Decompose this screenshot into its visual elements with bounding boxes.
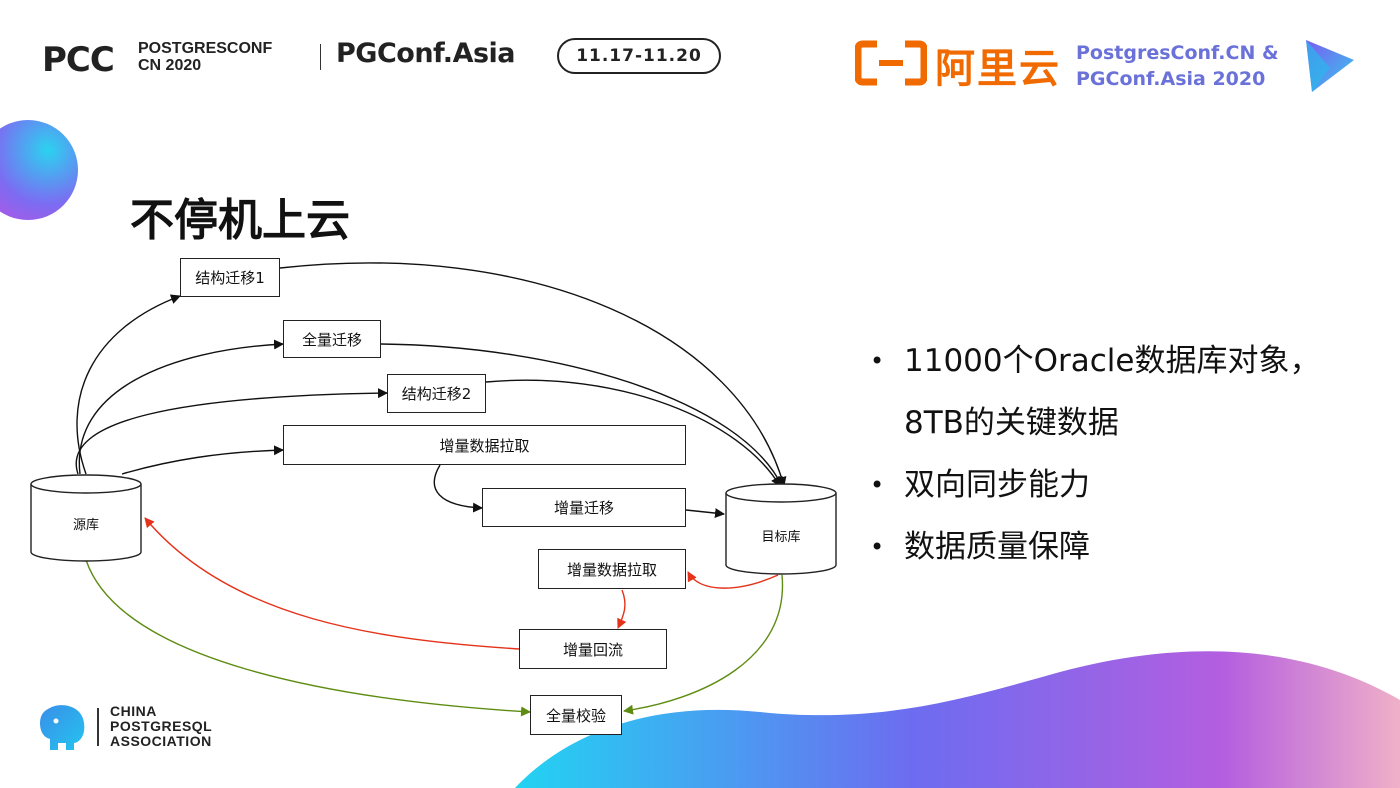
box-incremental-pull: 增量数据拉取 <box>283 425 686 465</box>
box-incremental-return: 增量回流 <box>519 629 667 669</box>
edge-source-schema2 <box>75 388 388 475</box>
play-triangle-icon <box>1306 40 1354 92</box>
edge-schema1-target <box>279 262 787 487</box>
association-line1: CHINA <box>110 703 157 719</box>
conference-line1: PostgresConf.CN & <box>1076 42 1279 64</box>
edge-target-check <box>623 574 784 715</box>
edge-full-target <box>380 343 783 487</box>
edge-return-source <box>144 517 520 650</box>
edge-schema2-target <box>485 379 781 487</box>
pcc-sub-line2: CN 2020 <box>138 57 202 74</box>
pcc-logo: PCC <box>42 40 115 80</box>
bullet-item-2: • 双向同步能力 <box>870 454 1370 516</box>
edge-source-full <box>78 339 284 475</box>
slide-title: 不停机上云 <box>130 195 350 246</box>
bullet-1-line1: 11000个Oracle数据库对象， <box>904 343 1321 379</box>
bullet-dot: • <box>870 471 885 499</box>
box-schema-migration-1: 结构迁移1 <box>180 258 280 297</box>
footer-divider <box>97 708 99 746</box>
header-divider <box>320 44 321 70</box>
edge-source-schema1 <box>76 294 181 475</box>
edge-pullback-return <box>617 589 627 629</box>
bullet-list: • 11000个Oracle数据库对象， 8TB的关键数据 • 双向同步能力 •… <box>870 330 1370 578</box>
elephant-logo-icon <box>40 705 85 750</box>
source-db-label: 源库 <box>72 518 99 533</box>
box-schema-migration-2: 结构迁移2 <box>387 374 486 413</box>
box-incremental-migration: 增量迁移 <box>482 488 686 527</box>
association-line3: ASSOCIATION <box>110 733 212 749</box>
bullet-3-text: 数据质量保障 <box>904 529 1090 565</box>
conference-name: PostgresConf.CN & PGConf.Asia 2020 <box>1076 40 1279 92</box>
bullet-2-text: 双向同步能力 <box>904 467 1090 503</box>
box-full-check: 全量校验 <box>530 695 622 735</box>
source-db-cylinder <box>30 474 142 562</box>
association-line2: POSTGRESQL <box>110 718 213 734</box>
pgconf-logo: PGConf.Asia <box>336 38 516 69</box>
aliyun-text: 阿里云 <box>935 46 1061 92</box>
date-badge: 11.17-11.20 <box>557 38 721 74</box>
bullet-item-3: • 数据质量保障 <box>870 516 1370 578</box>
bullet-item-1: • 11000个Oracle数据库对象， <box>870 330 1370 392</box>
target-db-label: 目标库 <box>761 530 801 545</box>
bullet-dot: • <box>870 533 885 561</box>
conference-line2: PGConf.Asia 2020 <box>1076 68 1266 90</box>
edge-pull-migrate <box>433 464 483 513</box>
edge-migrate-target <box>685 508 725 519</box>
bullet-dot: • <box>870 347 885 375</box>
box-full-migration: 全量迁移 <box>283 320 381 358</box>
pcc-sub-line1: POSTGRESCONF <box>138 40 273 57</box>
target-db-cylinder <box>725 483 837 575</box>
decorative-orb <box>0 120 78 220</box>
bullet-1-line2: 8TB的关键数据 <box>904 405 1119 441</box>
box-incremental-pull-back: 增量数据拉取 <box>538 549 686 589</box>
pcc-subtitle: POSTGRESCONF CN 2020 <box>138 40 272 74</box>
edge-target-pullback <box>687 571 779 589</box>
aliyun-logo-icon <box>855 40 927 86</box>
edge-source-check <box>85 559 531 717</box>
association-name: CHINA POSTGRESQL ASSOCIATION <box>110 704 212 749</box>
edge-source-incr-pull <box>121 445 284 475</box>
